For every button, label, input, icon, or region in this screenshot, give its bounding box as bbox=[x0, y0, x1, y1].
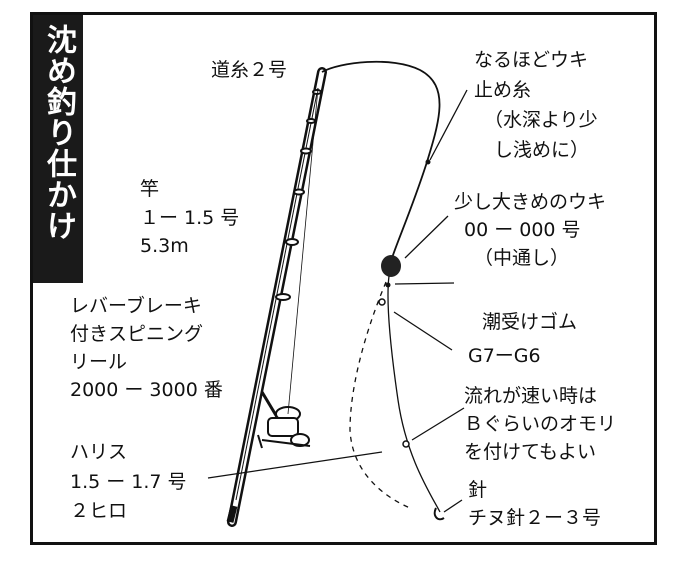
spinning-reel bbox=[257, 391, 311, 449]
float-line: 00 ー 000 号 bbox=[464, 219, 581, 241]
rod-guides bbox=[275, 89, 322, 301]
float-line: 少し大きめのウキ bbox=[454, 191, 607, 213]
float-line: （中通し） bbox=[474, 247, 570, 269]
split-shot bbox=[378, 298, 386, 306]
hari-line: 針 bbox=[468, 479, 488, 501]
float-stopper-mark bbox=[425, 159, 431, 165]
uki-stop-line: 止め糸 bbox=[474, 79, 532, 101]
leader-line bbox=[387, 275, 441, 513]
main-line bbox=[321, 60, 441, 259]
reel-line: 付きスピニング bbox=[70, 323, 204, 345]
callout-lines bbox=[207, 89, 468, 513]
diagram-frame bbox=[30, 12, 657, 545]
uki-stop-line: （水深より少 bbox=[484, 109, 598, 131]
label-gomu: 潮受けゴム bbox=[482, 311, 578, 333]
omori-line: Ｂぐらいのオモリ bbox=[464, 413, 617, 435]
label-michiito: 道糸２号 bbox=[211, 59, 288, 81]
sao-line: 5.3m bbox=[140, 235, 189, 257]
omori-line: 流れが速い時は bbox=[464, 385, 598, 407]
rubber-stopper bbox=[385, 282, 391, 288]
drift-line-dashed bbox=[349, 281, 411, 509]
harisu-line: 1.5 ー 1.7 号 bbox=[70, 471, 187, 493]
reel-line: 2000 ー 3000 番 bbox=[70, 379, 223, 401]
hook bbox=[433, 507, 445, 521]
diagram-title: 沈め釣り仕かけ bbox=[41, 24, 76, 241]
reel-line: レバーブレーキ bbox=[70, 295, 202, 317]
reel-line: リール bbox=[70, 351, 128, 373]
omori-line: を付けてもよい bbox=[464, 441, 597, 463]
harisu-line: ２ヒロ bbox=[70, 500, 128, 522]
uki-stop-line: なるほどウキ bbox=[474, 49, 589, 71]
sao-line: 竿 bbox=[140, 178, 160, 200]
float bbox=[381, 255, 401, 277]
sinker-option bbox=[402, 440, 410, 448]
hari-line: チヌ針２ー３号 bbox=[468, 507, 602, 529]
harisu-line: ハリス bbox=[70, 441, 128, 463]
sao-line: １ー 1.5 号 bbox=[140, 207, 240, 229]
uki-stop-line: し浅めに） bbox=[494, 139, 590, 161]
title-box bbox=[33, 15, 83, 283]
label-shot: G7ーG6 bbox=[468, 345, 541, 367]
